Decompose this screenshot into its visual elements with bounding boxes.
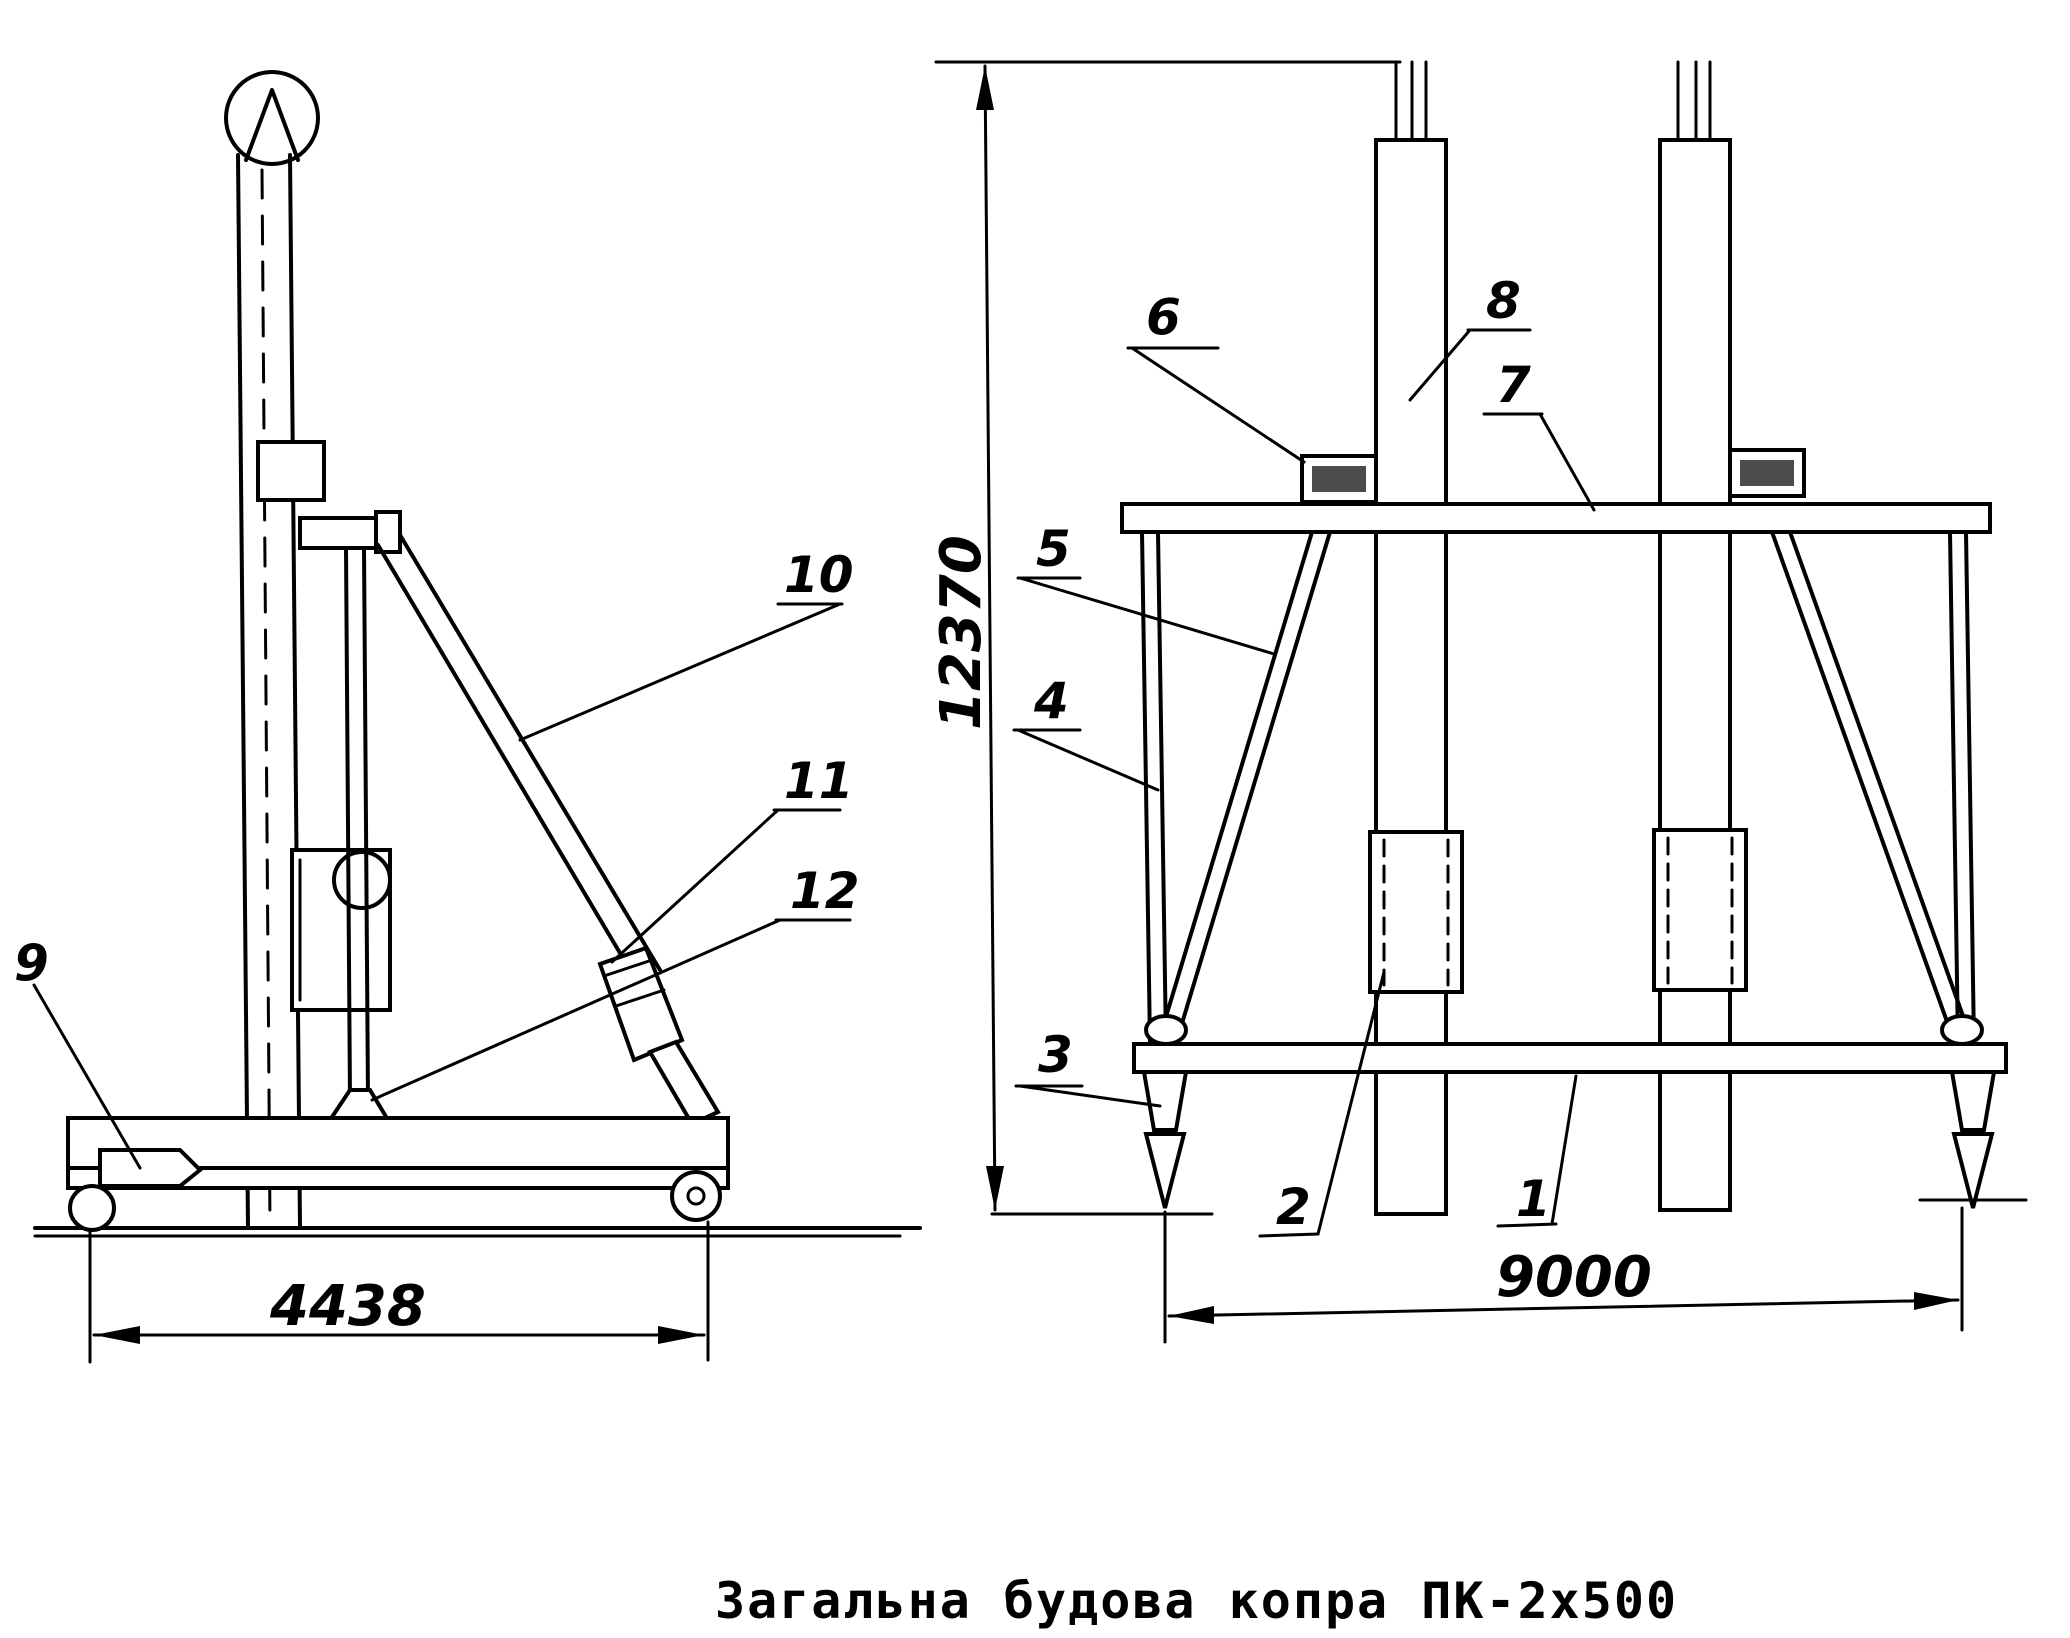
leader-9 xyxy=(32,983,142,1170)
left-brace-b xyxy=(1178,530,1332,1032)
callout-8: 8 xyxy=(1486,272,1521,330)
vertical-strut-right xyxy=(362,546,370,1102)
hammer-wheel xyxy=(332,850,392,910)
width-arrow-left xyxy=(1169,1306,1214,1324)
right-foot-tip xyxy=(1951,1132,1995,1209)
dim-arrow-left xyxy=(94,1326,140,1344)
left-brace-a xyxy=(1160,530,1314,1032)
right-winch-box-detail xyxy=(1740,460,1794,486)
figure-caption: Загальна будова копра ПК-2х500 xyxy=(715,1572,1679,1630)
cylinder-band-2 xyxy=(614,988,666,1008)
underline-2 xyxy=(1258,1232,1320,1238)
leader-1 xyxy=(1550,1074,1578,1226)
callout-9: 9 xyxy=(14,934,49,992)
base-frame-lower xyxy=(66,1166,730,1190)
hydraulic-cylinder xyxy=(597,945,685,1063)
left-foot-pivot xyxy=(1144,1014,1188,1046)
front-view xyxy=(934,60,2028,1344)
dim-arrow-right xyxy=(658,1326,704,1344)
left-winch-box-detail xyxy=(1312,466,1366,492)
rear-wheel xyxy=(68,1184,116,1232)
mast-left-edge xyxy=(236,153,250,1230)
callout-12: 12 xyxy=(790,862,860,920)
mast-block xyxy=(256,440,326,502)
dim-front-width: 9000 xyxy=(1496,1245,1652,1310)
width-arrow-right xyxy=(1914,1292,1958,1310)
callout-11: 11 xyxy=(784,752,854,810)
leader-6 xyxy=(1130,346,1306,464)
left-leg-outer xyxy=(1140,530,1152,1046)
callout-6: 6 xyxy=(1146,288,1181,346)
leader-5 xyxy=(1018,576,1276,656)
top-sheave xyxy=(224,70,320,166)
callout-4: 4 xyxy=(1033,672,1069,730)
right-brace-b xyxy=(1788,530,1970,1032)
left-leg-inner xyxy=(1156,530,1168,1046)
height-arrow-top xyxy=(976,66,994,110)
leader-12 xyxy=(370,918,782,1102)
mast-right-edge xyxy=(288,153,302,1230)
callout-2: 2 xyxy=(1276,1178,1311,1236)
sheave-triangle xyxy=(244,88,300,162)
side-view xyxy=(32,70,922,1364)
front-wheel xyxy=(670,1170,722,1222)
callout-3: 3 xyxy=(1038,1026,1073,1084)
leader-7 xyxy=(1538,412,1596,512)
front-wheel-hub xyxy=(686,1186,706,1206)
height-dim-line xyxy=(983,64,997,1212)
underline-1 xyxy=(1496,1222,1558,1228)
left-mast xyxy=(1374,138,1448,1216)
hammer-unit xyxy=(290,848,392,1012)
right-foot xyxy=(1949,1070,1997,1132)
dim-side-base-length: 4438 xyxy=(269,1274,426,1339)
vertical-strut-left xyxy=(344,546,352,1102)
callout-10: 10 xyxy=(784,546,854,604)
height-arrow-bottom xyxy=(986,1166,1004,1210)
diagonal-brace-left xyxy=(376,543,638,982)
diagonal-brace-right xyxy=(398,533,662,972)
leader-4 xyxy=(1016,728,1160,792)
leader-8 xyxy=(1408,328,1472,402)
top-bracket-pin xyxy=(374,510,402,554)
right-leg-outer xyxy=(1948,530,1960,1046)
right-brace-a xyxy=(1770,530,1952,1032)
strut-foot xyxy=(326,1088,392,1122)
left-foot-tip xyxy=(1143,1132,1187,1209)
right-leg-inner xyxy=(1964,530,1976,1046)
right-hammer xyxy=(1652,828,1748,992)
left-hammer xyxy=(1368,830,1464,994)
right-foot-pivot xyxy=(1940,1014,1984,1046)
callout-5: 5 xyxy=(1036,520,1071,578)
left-foot xyxy=(1141,1070,1189,1132)
cylinder-band-1 xyxy=(602,958,654,978)
leader-11 xyxy=(610,808,780,964)
mast-dash-line xyxy=(260,168,272,1227)
leveling-jack xyxy=(98,1148,203,1188)
leader-2 xyxy=(1316,970,1386,1236)
leader-3 xyxy=(1018,1084,1162,1108)
dim-height: 12370 xyxy=(929,535,994,730)
lower-beam xyxy=(1132,1042,2008,1074)
leader-10 xyxy=(518,602,842,742)
callout-7: 7 xyxy=(1496,356,1531,414)
cylinder-rod xyxy=(647,1039,721,1127)
callout-1: 1 xyxy=(1516,1170,1551,1228)
upper-beam xyxy=(1120,502,1992,534)
width-dim-line xyxy=(1167,1298,1960,1318)
